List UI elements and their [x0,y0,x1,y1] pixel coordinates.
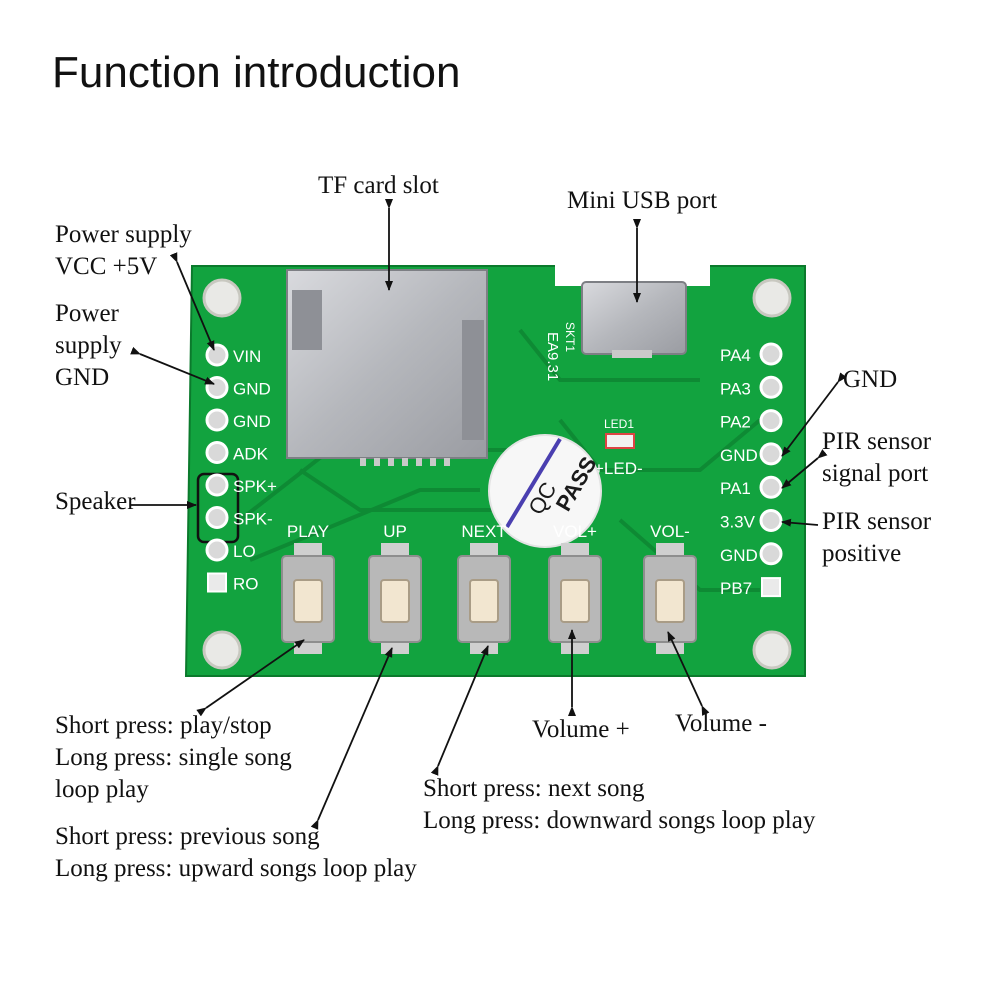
left-pin-label: ADK [233,445,269,464]
left-pin-label: SPK- [233,510,273,529]
button-play[interactable]: PLAY [281,522,335,654]
right-pin-label: PA2 [720,413,751,432]
pcb-traces [238,328,762,592]
silk-led-text: +LED- [594,459,643,478]
button-up[interactable]: UP [368,522,422,654]
left-pin-label: RO [233,575,259,594]
right-pin-1: PA3 [720,375,783,399]
button-label: VOL+ [553,522,597,541]
right-pin-5: 3.3V [720,509,783,532]
left-pin-label: SPK+ [233,477,277,496]
page-title: Function introduction [52,48,461,97]
left-pin-5: SPK- [205,506,273,529]
right-pin-label: 3.3V [720,513,756,532]
tf-card-slot [286,269,488,466]
silk-skt-text: SKT1 [563,322,577,352]
left-pin-0: VIN [205,343,261,367]
right-pin-7: PB7 [720,577,781,598]
button-label: UP [383,522,407,541]
volume-plus-label: Volume + [532,716,630,743]
left-pin-label: VIN [233,347,261,366]
right-pin-2: PA2 [720,409,783,433]
led-component [605,433,635,449]
left-pin-6: LO [205,538,256,562]
button-vol-minusplus[interactable]: VOL+ [548,522,602,654]
silk-led1-text: LED1 [604,417,634,431]
speaker-label: Speaker [55,488,136,515]
right-pin-label: PA3 [720,379,751,398]
left-pin-label: GND [233,412,271,431]
qc-pass-sticker: QC PASS [488,434,602,548]
left-pin-label: GND [233,380,271,399]
mini-usb-label: Mini USB port [567,187,718,214]
right-pin-label: GND [720,546,758,565]
tf-card-label: TF card slot [318,172,439,199]
button-vol-minus[interactable]: VOL- [643,522,697,654]
left-pin-4: SPK+ [205,473,277,497]
silk-ea-text: EA9.31 [544,332,561,381]
button-label: NEXT [461,522,506,541]
right-pin-4: PA1 [720,475,783,499]
right-pin-3: GND [720,442,783,466]
mini-usb-port [581,281,687,358]
left-pin-1: GND [205,376,271,399]
right-pin-label: PA4 [720,346,751,365]
button-label: VOL- [650,522,690,541]
right-pin-label: PA1 [720,479,751,498]
right-pin-0: PA4 [720,342,783,366]
gnd-right-label: GND [843,366,898,393]
left-pin-2: GND [205,408,271,432]
right-pin-label: PB7 [720,579,752,598]
left-pin-7: RO [207,572,259,594]
right-pin-label: GND [720,446,758,465]
button-label: PLAY [287,522,329,541]
annotation-arrows [130,199,847,830]
left-pin-3: ADK [205,441,269,464]
left-pin-label: LO [233,542,256,561]
button-next[interactable]: NEXT [457,522,511,654]
volume-minus-label: Volume - [675,710,767,737]
right-pin-6: GND [720,542,783,566]
